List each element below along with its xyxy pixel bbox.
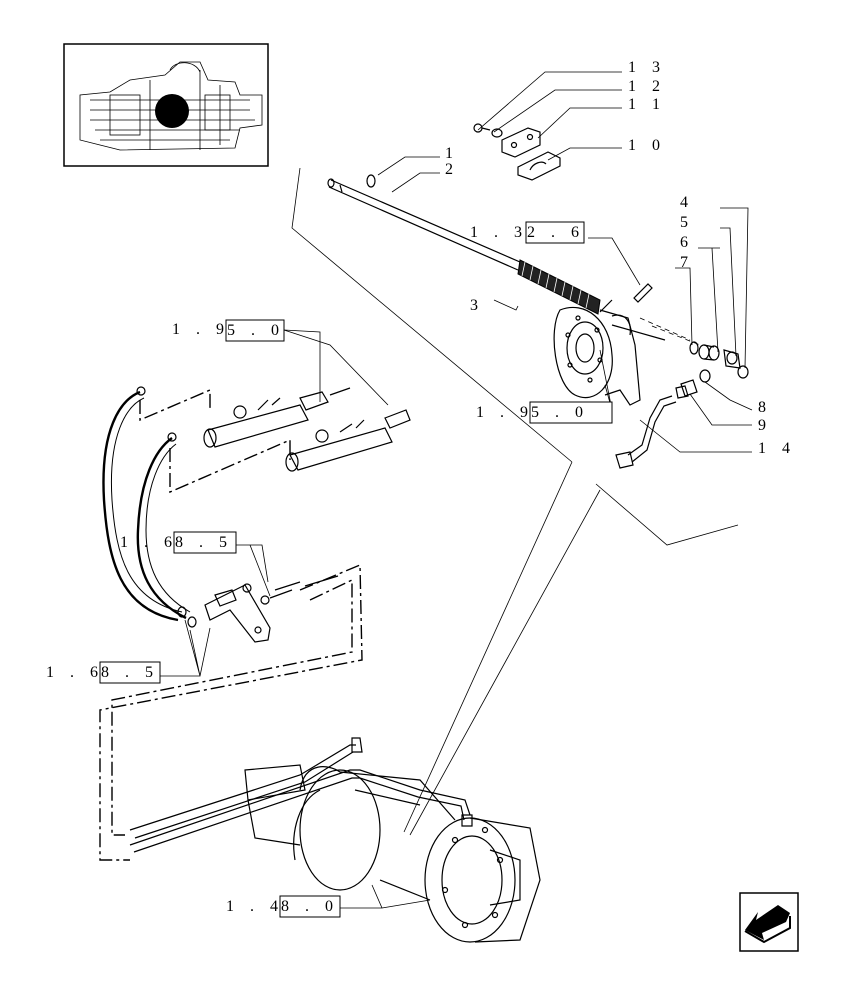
ref-prefix: 1 . 9: [476, 404, 534, 421]
ref-prefix: 1 . 4: [226, 898, 284, 915]
routing-dash-lines: [99, 388, 363, 861]
part-11-bracket: [501, 127, 541, 158]
callout-2: 2: [445, 161, 459, 178]
callout-4: 4: [680, 194, 694, 211]
tractor-locator-thumbnail[interactable]: [63, 43, 269, 167]
ref-box[interactable]: [99, 661, 161, 684]
callout-5: 5: [680, 214, 694, 231]
part-3-spring: [517, 259, 601, 315]
callout-6: 6: [680, 234, 694, 251]
callout-10: 1 0: [628, 137, 666, 154]
flexible-hoses: [102, 386, 191, 622]
axle-hub-assembly: [553, 299, 666, 406]
back-arrow-icon[interactable]: [739, 892, 799, 952]
part-1-o-ring: [366, 174, 376, 188]
ref-box[interactable]: [173, 531, 237, 554]
callout-11: 1 1: [628, 96, 666, 113]
callout-8: 8: [758, 399, 772, 416]
callout-1: 1: [445, 145, 459, 162]
rigid-brake-pipes: [129, 737, 473, 853]
master-cylinder-lower: [285, 409, 411, 472]
valve-bracket: [177, 575, 339, 643]
callout-12: 1 2: [628, 78, 666, 95]
callout-7: 7: [680, 254, 694, 271]
locator-marker-dot: [155, 94, 189, 128]
part-9-union: [675, 379, 698, 399]
reference-1-95-0-right[interactable]: 1 . 9 5 . 0: [476, 401, 613, 424]
reference-1-68-5-upper[interactable]: 1 . 6 8 . 5: [120, 531, 237, 554]
ref-box-text: 8 . 0: [281, 898, 339, 915]
zoom-outline: [291, 167, 739, 836]
part-10-clamp: [517, 151, 561, 181]
part-5-fitting: [723, 349, 741, 369]
ref-box[interactable]: [279, 895, 341, 918]
callout-9: 9: [758, 417, 772, 434]
ref-box[interactable]: [529, 401, 613, 424]
part-14-brake-pipe: [615, 395, 677, 469]
part-4-o-ring: [737, 365, 749, 379]
part-7-o-ring: [689, 341, 699, 355]
part-12-washer: [491, 128, 503, 138]
ref-prefix: 1 . 3: [470, 224, 528, 241]
assembly-axis: [639, 317, 701, 346]
ref-box-text: 5 . 0: [531, 404, 589, 421]
ref-prefix: 1 . 6: [120, 534, 178, 551]
ref-box-text: 2 . 6: [527, 224, 585, 241]
callout-labels: 1 2 3 4 5 6 7 8 9 1 0 1 1 1 2 1 3 1 4: [445, 59, 796, 457]
ref-box[interactable]: [225, 319, 285, 342]
reference-1-95-0-left[interactable]: 1 . 9 5 . 0: [172, 319, 285, 342]
ref-box-text: 8 . 5: [175, 534, 233, 551]
ref-prefix: 1 . 6: [46, 664, 104, 681]
callout-13: 1 3: [628, 59, 666, 76]
ref-box[interactable]: [525, 221, 585, 244]
reference-1-48-0[interactable]: 1 . 4 8 . 0: [226, 895, 341, 918]
leader-lines: [160, 71, 753, 909]
ref-box-text: 8 . 5: [101, 664, 159, 681]
ref-box-text: 5 . 0: [227, 322, 285, 339]
ref-prefix: 1 . 9: [172, 321, 230, 338]
part-13-bolt: [473, 123, 491, 133]
roll-pin: [633, 283, 653, 303]
part-8-seal: [699, 369, 711, 383]
part-2-shaft: [327, 178, 521, 271]
callout-14: 1 4: [758, 440, 796, 457]
part-6-bushing: [698, 344, 720, 361]
master-cylinder-upper: [203, 387, 351, 448]
rear-axle-housing: [244, 764, 541, 943]
reference-1-68-5-lower[interactable]: 1 . 6 8 . 5: [46, 661, 161, 684]
reference-1-32-6[interactable]: 1 . 3 2 . 6: [470, 221, 585, 244]
callout-3: 3: [470, 297, 484, 314]
